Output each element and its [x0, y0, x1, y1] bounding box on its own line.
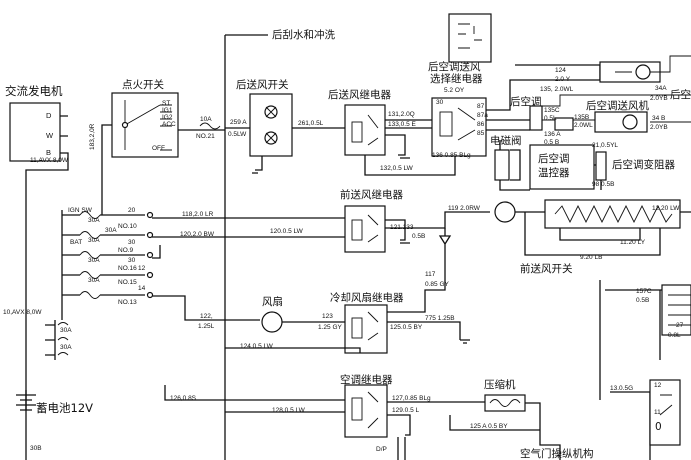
rear-ac-motor-label: 后空调送风机	[586, 100, 649, 112]
ignition-feed-wire	[101, 124, 112, 200]
front-fan-relay-box	[344, 205, 386, 253]
rear-ac-select-label: 后空调送风	[428, 61, 481, 73]
damper-actuator-box	[649, 379, 681, 446]
ac-relay-box	[344, 384, 388, 438]
front-fan-relay-label: 前送风继电器	[340, 189, 403, 201]
rear-ac-resistor-label: 后空调变阻器	[612, 159, 675, 171]
ac-relay-label: 空调继电器	[340, 374, 393, 386]
rear-fan-switch-label: 后送风开关	[236, 79, 289, 91]
rear-ac-select-relay-box	[431, 97, 487, 157]
alternator-label: 交流发电机	[5, 84, 63, 98]
rear-fan-switch-box	[249, 93, 293, 157]
compressor-label: 压缩机	[484, 379, 516, 391]
rear-fan-relay-label: 后送风继电器	[328, 89, 391, 101]
front-fan-switch-label: 前送风开关	[520, 263, 573, 275]
rear-ac-motor-box2	[594, 111, 648, 133]
rear-ac-thermostat-label: 后空调	[538, 153, 570, 165]
front-fan-resistor-box	[544, 199, 681, 229]
compressor-box	[484, 394, 526, 412]
ign-wire-label: 183,2,0R	[89, 123, 96, 150]
alternator-box	[9, 102, 61, 162]
alt-wire-label: 11,AVX 8,0W	[30, 157, 69, 164]
cooling-relay-label: 冷却风扇继电器	[330, 292, 404, 304]
front-fan-motor	[494, 201, 516, 223]
rear-wiper-label: 后刮水和冲洗	[272, 29, 335, 41]
rear-ac-thermostat-box	[529, 144, 595, 190]
alt-B-label: B	[46, 148, 52, 157]
solenoid-label: 电磁阀	[490, 135, 522, 147]
relay-pinout-icon	[448, 13, 492, 63]
battery-label: 蓄电池12V	[36, 401, 93, 415]
alt-W-label: W	[46, 131, 54, 140]
ignition-switch-label: 点火开关	[122, 79, 164, 91]
rear-fan-relay-box	[344, 104, 386, 156]
fuse-10a-label: 10A	[200, 116, 212, 123]
fan-motor	[261, 311, 283, 333]
cooling-relay-box	[344, 304, 388, 354]
alternator-wires	[25, 115, 69, 200]
fan-label: 风扇	[262, 296, 283, 308]
damper-label: 空气门操纵机构	[520, 448, 594, 460]
alt-D-label: D	[46, 111, 52, 120]
